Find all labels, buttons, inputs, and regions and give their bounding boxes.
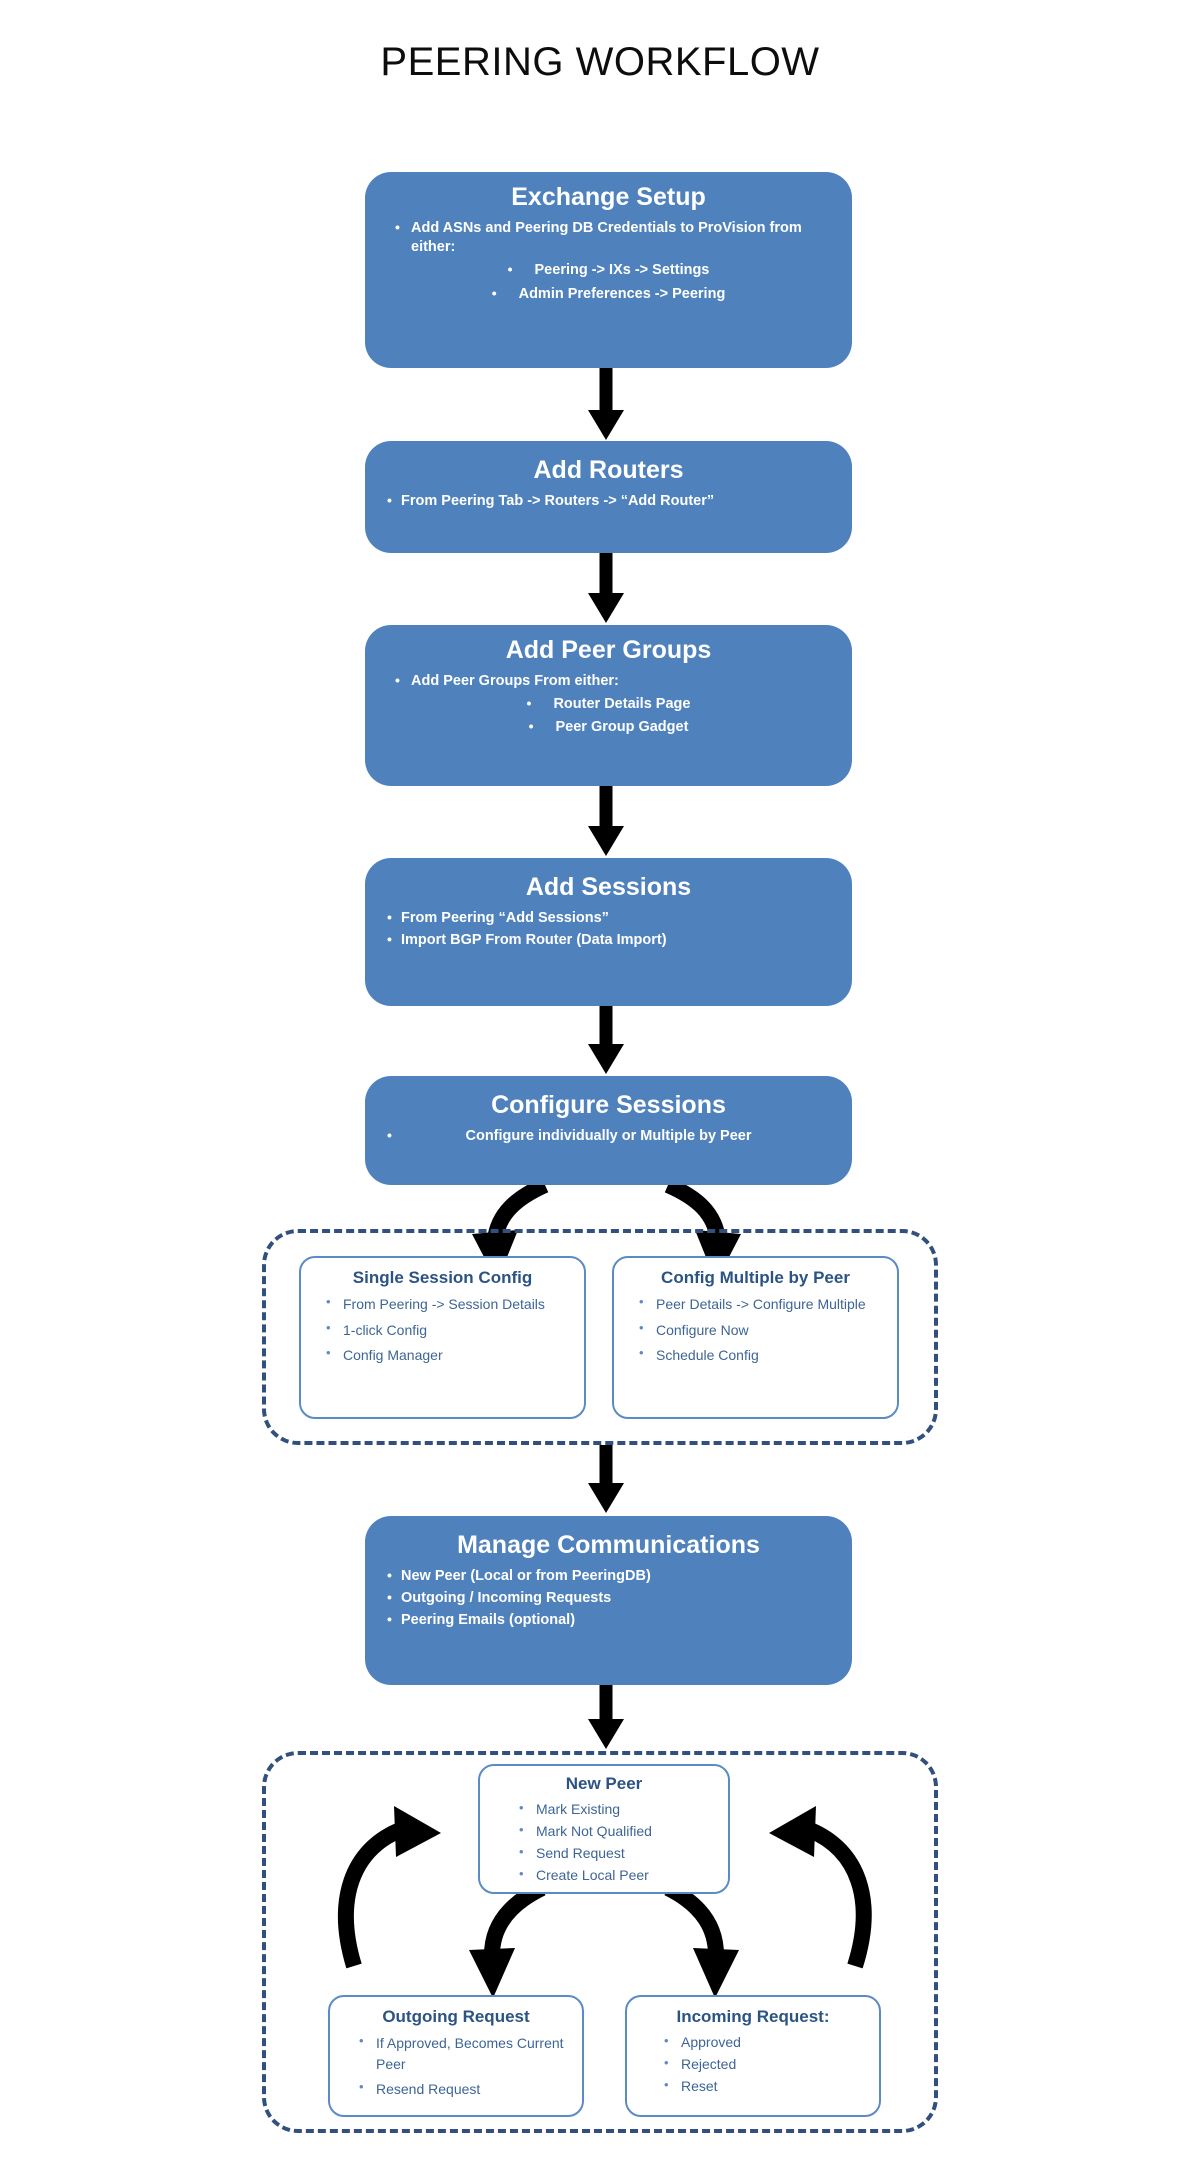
stage-bullet: Import BGP From Router (Data Import) (381, 930, 836, 950)
subbox-bullet: If Approved, Becomes Current Peer (356, 2032, 570, 2074)
subbox-bullet: Send Request (516, 1843, 716, 1864)
page-title: PEERING WORKFLOW (380, 40, 820, 84)
stage-title: Add Routers (533, 456, 684, 484)
subbox-bullet: Mark Existing (516, 1799, 716, 1820)
subbox-incoming-request[interactable]: Incoming Request: Approved Rejected Rese… (625, 1995, 881, 2117)
stage-bullet: Peering Emails (optional) (381, 1610, 836, 1630)
subbox-bullet: 1-click Config (323, 1319, 572, 1340)
stage-bullet-list: New Peer (Local or from PeeringDB) Outgo… (381, 1565, 836, 1631)
subbox-title: Outgoing Request (382, 2007, 530, 2026)
stage-add-sessions[interactable]: Add Sessions From Peering “Add Sessions”… (365, 858, 852, 1006)
arrow-sessions-to-configure (588, 1006, 624, 1074)
stage-bullet-list: Add ASNs and Peering DB Credentials to P… (381, 218, 836, 258)
stage-sub-bullet: Peering -> IXs -> Settings (381, 260, 836, 280)
arrow-communications-to-peergroup (588, 1685, 624, 1749)
subbox-bullet: Create Local Peer (516, 1865, 716, 1886)
stage-sub-bullet-list: Router Details Page Peer Group Gadget (381, 694, 836, 738)
communications-states-group (262, 1751, 938, 2133)
arrow-exchange-to-routers (588, 368, 624, 440)
arrow-peergroups-to-sessions (588, 786, 624, 856)
stage-manage-communications[interactable]: Manage Communications New Peer (Local or… (365, 1516, 852, 1685)
stage-bullet: From Peering “Add Sessions” (381, 907, 836, 928)
subbox-bullet-list: Approved Rejected Reset (639, 2032, 867, 2097)
subbox-bullet-list: Peer Details -> Configure Multiple Confi… (626, 1293, 885, 1365)
subbox-bullet: Resend Request (356, 2078, 570, 2099)
stage-bullet: New Peer (Local or from PeeringDB) (381, 1565, 836, 1586)
stage-bullet-list: From Peering Tab -> Routers -> “Add Rout… (381, 490, 836, 511)
stage-title: Manage Communications (457, 1531, 760, 1559)
subbox-bullet: Schedule Config (636, 1344, 885, 1365)
subbox-bullet: Config Manager (323, 1344, 572, 1365)
subbox-title: New Peer (565, 1774, 643, 1793)
subbox-bullet: Approved (661, 2032, 867, 2053)
stage-bullet-list: Add Peer Groups From either: (381, 670, 836, 691)
subbox-title: Incoming Request: (676, 2007, 830, 2026)
subbox-bullet: From Peering -> Session Details (323, 1293, 572, 1314)
subbox-bullet: Reset (661, 2076, 867, 2097)
stage-sub-bullet: Peer Group Gadget (381, 717, 836, 737)
stage-sub-bullet: Admin Preferences -> Peering (381, 284, 836, 304)
arrow-routers-to-peergroups (588, 553, 624, 623)
stage-add-peer-groups[interactable]: Add Peer Groups Add Peer Groups From eit… (365, 625, 852, 786)
subbox-bullet-list: From Peering -> Session Details 1-click … (313, 1293, 572, 1365)
stage-bullet-list: From Peering “Add Sessions” Import BGP F… (381, 907, 836, 951)
stage-bullet: Outgoing / Incoming Requests (381, 1588, 836, 1608)
stage-bullet: Add ASNs and Peering DB Credentials to P… (389, 218, 836, 258)
stage-sub-bullet-list: Peering -> IXs -> Settings Admin Prefere… (381, 260, 836, 304)
subbox-title: Config Multiple by Peer (661, 1268, 850, 1287)
stage-bullet-list: Configure individually or Multiple by Pe… (381, 1125, 836, 1146)
stage-bullet: From Peering Tab -> Routers -> “Add Rout… (381, 490, 836, 511)
stage-title: Add Sessions (525, 873, 692, 901)
stage-bullet: Configure individually or Multiple by Pe… (381, 1125, 836, 1146)
subbox-single-session-config[interactable]: Single Session Config From Peering -> Se… (299, 1256, 586, 1419)
stage-title: Configure Sessions (491, 1091, 726, 1119)
subbox-bullet: Configure Now (636, 1319, 885, 1340)
stage-exchange-setup[interactable]: Exchange Setup Add ASNs and Peering DB C… (365, 172, 852, 368)
subbox-bullet-list: Mark Existing Mark Not Qualified Send Re… (492, 1799, 716, 1886)
subbox-bullet: Mark Not Qualified (516, 1821, 716, 1842)
stage-add-routers[interactable]: Add Routers From Peering Tab -> Routers … (365, 441, 852, 553)
arrow-configgroup-to-communications (588, 1445, 624, 1513)
stage-bullet: Add Peer Groups From either: (389, 670, 836, 691)
stage-title: Add Peer Groups (505, 636, 712, 664)
subbox-new-peer[interactable]: New Peer Mark Existing Mark Not Qualifie… (478, 1764, 730, 1894)
subbox-title: Single Session Config (352, 1268, 533, 1287)
subbox-config-multiple-by-peer[interactable]: Config Multiple by Peer Peer Details -> … (612, 1256, 899, 1419)
subbox-bullet-list: If Approved, Becomes Current Peer Resend… (342, 2032, 570, 2099)
stage-sub-bullet: Router Details Page (381, 694, 836, 714)
subbox-outgoing-request[interactable]: Outgoing Request If Approved, Becomes Cu… (328, 1995, 584, 2117)
config-options-group (262, 1229, 938, 1445)
stage-title: Exchange Setup (511, 183, 706, 211)
subbox-bullet: Rejected (661, 2054, 867, 2075)
subbox-bullet: Peer Details -> Configure Multiple (636, 1293, 885, 1314)
stage-configure-sessions[interactable]: Configure Sessions Configure individuall… (365, 1076, 852, 1185)
